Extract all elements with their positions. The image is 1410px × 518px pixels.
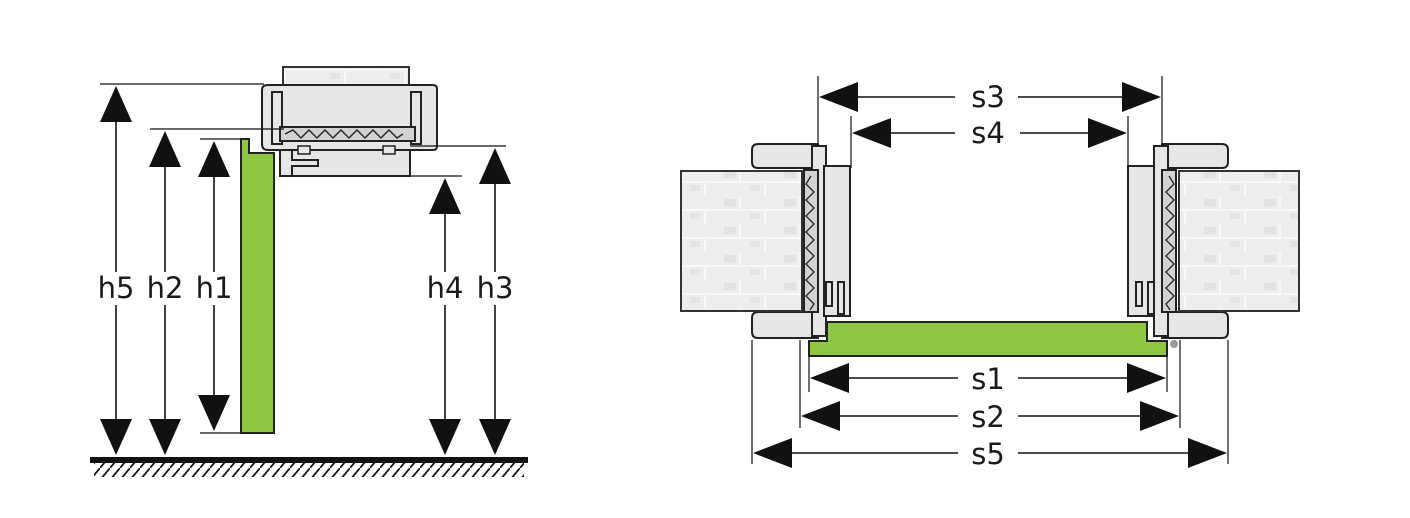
dimension-s3: s3 [819,80,1161,114]
label-h1: h1 [196,271,233,305]
dimension-s1: s1 [810,362,1166,396]
door-frame-right [1127,143,1229,348]
door-frame-left [751,143,851,339]
label-h2: h2 [147,271,184,305]
door-leaf-section [240,138,275,434]
section-view: h5 h2 h1 h4 [90,66,528,477]
label-s3: s3 [971,80,1005,114]
dimension-h3: h3 [477,148,514,455]
dimension-s4: s4 [852,116,1127,150]
label-h5: h5 [98,271,135,305]
wall-block-left [680,170,803,312]
door-leaf-plan [808,321,1168,357]
dimension-h1: h1 [196,141,233,431]
label-s5: s5 [971,437,1005,471]
dimension-h4: h4 [427,178,464,455]
dimension-s2: s2 [801,400,1179,434]
door-frame-profile [261,84,438,177]
label-s2: s2 [971,400,1005,434]
wall-block-right [1178,170,1300,312]
dimension-h5: h5 [98,86,135,455]
plan-view: s3 s4 s1 s2 [680,76,1300,471]
label-h3: h3 [477,271,514,305]
label-h4: h4 [427,271,464,305]
label-s4: s4 [971,116,1005,150]
label-s1: s1 [971,362,1005,396]
dimension-s5: s5 [753,437,1227,471]
dimension-h2: h2 [147,131,184,455]
floor [90,457,528,477]
